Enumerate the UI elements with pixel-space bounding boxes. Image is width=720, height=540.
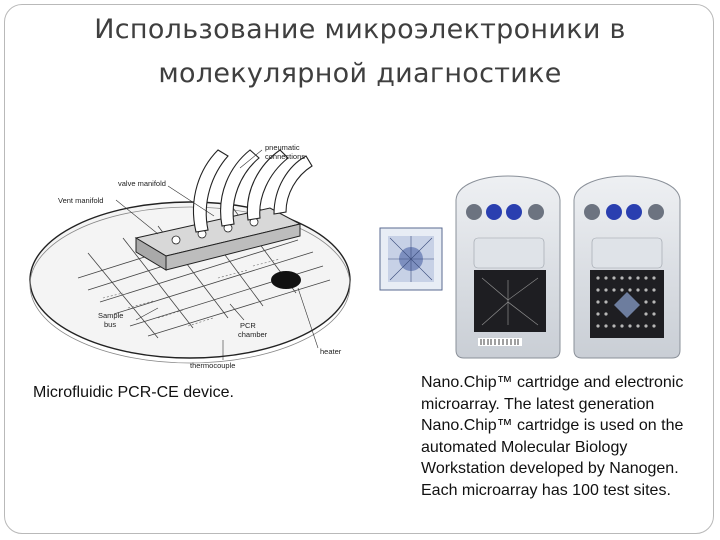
slide-title: Использование микроэлектроники в молекул… <box>40 8 680 96</box>
label-thermocouple: thermocouple <box>190 361 235 370</box>
nanochip-cartridge-right <box>573 175 681 359</box>
leader-lines <box>115 149 319 360</box>
pneumatic-tubes <box>192 149 313 233</box>
pcr-chamber <box>271 271 301 289</box>
caption-pcr-ce-device: Microfluidic PCR-CE device. <box>33 384 234 401</box>
pcr-ce-device-diagram: pneumatic connections valve manifold Ven… <box>29 143 351 370</box>
nanochip-cartridge-photo <box>379 175 681 359</box>
label-chamber: chamber <box>238 330 268 339</box>
label-heater: heater <box>320 347 342 356</box>
nanochip-cartridge-left <box>455 175 561 359</box>
channel-markings <box>102 258 281 327</box>
electrode-grid <box>596 276 656 328</box>
caption-nanochip: Nano.Chip™ cartridge and electronic micr… <box>421 374 684 499</box>
valve-manifold <box>134 207 302 271</box>
label-valve-manifold: valve manifold <box>118 179 166 188</box>
label-pneumatic: pneumatic <box>265 143 300 152</box>
label-vent-manifold: Vent manifold <box>58 196 103 205</box>
title-line-2: молекулярной диагностике <box>158 58 562 89</box>
label-connections: connections <box>265 152 305 161</box>
microarray-inset <box>379 227 443 291</box>
label-bus: bus <box>104 320 116 329</box>
label-pcr: PCR <box>240 321 256 330</box>
title-line-1: Использование микроэлектроники в <box>94 14 626 45</box>
label-sample: Sample <box>98 311 123 320</box>
